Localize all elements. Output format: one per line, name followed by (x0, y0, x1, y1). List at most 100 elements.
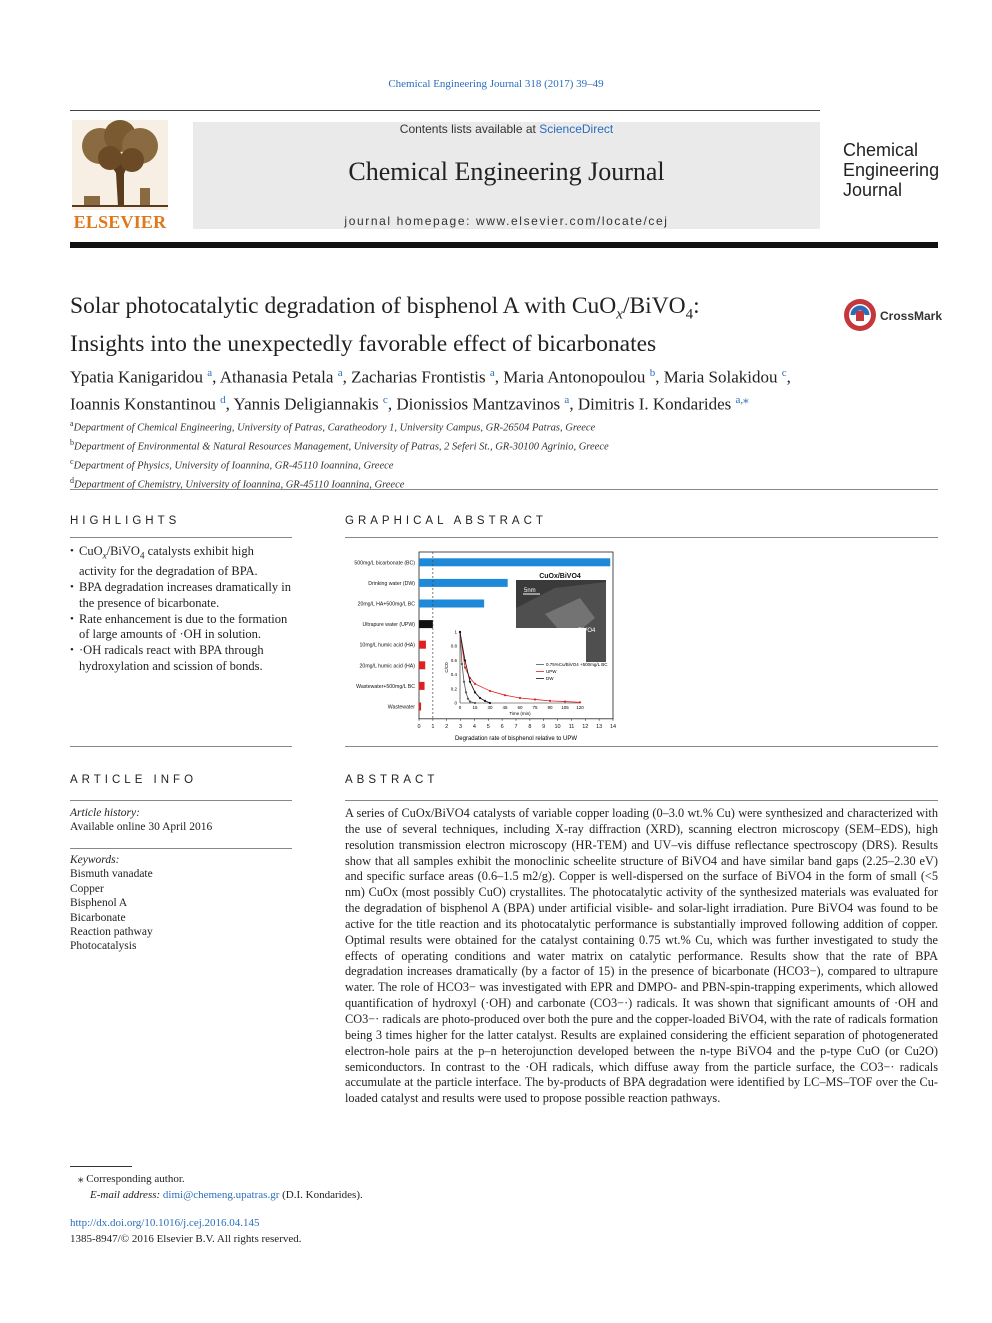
affiliation-key: a (70, 419, 74, 428)
ga-category-label: Drinking water (DW) (368, 581, 415, 587)
ga-category-label: Ultrapure water (UPW) (363, 622, 416, 628)
author-separator: , (212, 367, 220, 387)
ga-category-label: Wastewater+500mg/L BC (356, 684, 415, 690)
journal-citation[interactable]: Chemical Engineering Journal 318 (2017) … (388, 78, 604, 90)
author-affiliation-marker[interactable]: a (489, 367, 495, 379)
tem-label: BiVO4 (578, 628, 596, 634)
highlights-list: CuOx/BiVO4 catalysts exhibit high activi… (70, 544, 292, 675)
header-rule (70, 110, 820, 111)
ga-xtick-label: 11 (569, 724, 575, 730)
doi-link[interactable]: http://dx.doi.org/10.1016/j.cej.2016.04.… (70, 1217, 260, 1229)
ga-xtick-label: 10 (555, 724, 561, 730)
contents-prefix: Contents lists available at (399, 122, 540, 136)
kinetic-ytick-label: 0.8 (451, 644, 458, 649)
kinetic-point (563, 700, 567, 703)
affiliation-item: aDepartment of Chemical Engineering, Uni… (70, 417, 938, 436)
kinetic-point (468, 700, 472, 703)
doi-block: http://dx.doi.org/10.1016/j.cej.2016.04.… (70, 1216, 670, 1247)
ga-xaxis-label: Degradation rate of bisphenol relative t… (455, 736, 577, 742)
ga-category-label: 20mg/L HA+500mg/L BC (358, 602, 416, 608)
footnote-rule (70, 1166, 132, 1167)
kinetic-xtick-label: 15 (472, 705, 478, 710)
author-separator: , (655, 367, 664, 387)
author-affiliation-marker[interactable]: c (781, 367, 787, 379)
elsevier-tree-logo (72, 120, 168, 210)
crossmark-icon[interactable] (843, 298, 943, 332)
graphical-abstract-chart: 500mg/L bicarbonate (BC) Drinking water (… (354, 551, 616, 742)
highlights-bottom-rule (70, 746, 292, 747)
journal-cover-title: Chemical Engineering Journal (843, 140, 940, 200)
crossmark-label[interactable]: CrossMark (880, 309, 943, 323)
author-name: Maria Solakidou (663, 367, 782, 387)
kinetic-point (458, 630, 462, 634)
kinetic-point (463, 659, 467, 662)
author-separator: , (494, 367, 504, 387)
history-value: Available online 30 April 2016 (70, 821, 213, 834)
ga-xtick-label: 8 (528, 724, 531, 730)
author-affiliation-marker[interactable]: a (564, 393, 570, 406)
kinetic-ytick-label: 0 (454, 701, 457, 706)
graphical-abstract-rule (345, 537, 938, 538)
kinetic-ytick-label: 0.2 (451, 686, 458, 691)
affiliation-key: b (70, 438, 74, 448)
kinetic-ytick-label: 0.6 (451, 658, 458, 663)
ga-bar (419, 661, 426, 670)
ga-category-label: Wastewater (388, 705, 415, 711)
kinetic-xtick-label: 0 (459, 705, 462, 710)
cover-title-line: Chemical (843, 140, 919, 160)
journal-homepage[interactable]: journal homepage: www.elsevier.com/locat… (344, 214, 669, 228)
elsevier-wordmark: ELSEVIER (73, 212, 167, 232)
keywords-block: Keywords: Bismuth vanadate Copper Bisphe… (70, 853, 292, 954)
kinetic-ytick-label: 0.4 (451, 672, 458, 677)
email-suffix: (D.I. Kondarides). (279, 1189, 363, 1201)
author-separator: , (225, 394, 234, 414)
kinetic-xtick-label: 120 (576, 705, 584, 710)
kinetic-ylabel: C/C0 (444, 662, 449, 673)
kinetic-inset-bg (456, 628, 586, 705)
cover-title-line: Engineering (843, 160, 940, 180)
title-line-1: Solar photocatalytic degradation of bisp… (70, 293, 700, 323)
kinetic-ytick-label: 1 (454, 630, 457, 635)
sciencedirect-link[interactable]: ScienceDirect (539, 122, 614, 136)
article-history: Article history: Available online 30 Apr… (70, 806, 292, 835)
kinetic-xlabel: Time (min) (509, 711, 531, 716)
kinetic-point (473, 682, 477, 685)
kinetic-point (478, 696, 482, 700)
kinetic-point (462, 680, 466, 683)
author-affiliation-marker[interactable]: a,⁎ (735, 393, 749, 406)
author-name: Yannis Deligiannakis (233, 394, 383, 414)
journal-banner (193, 122, 820, 229)
affiliation-item: bDepartment of Environmental & Natural R… (70, 436, 938, 455)
author-affiliation-marker[interactable]: c (382, 393, 388, 406)
cover-title-line: Journal (843, 180, 903, 200)
ga-category-label: 500mg/L bicarbonate (BC) (354, 560, 415, 566)
author-affiliation-marker[interactable]: b (649, 367, 656, 379)
ga-xtick-label: 1 (431, 724, 434, 730)
author-name: Ioannis Konstantinou (70, 394, 221, 414)
kinetic-point (464, 691, 468, 694)
keywords-rule (70, 848, 292, 849)
kinetic-point (473, 691, 477, 694)
copyright-line: 1385-8947/© 2016 Elsevier B.V. All right… (70, 1232, 302, 1245)
article-info-rule (70, 800, 292, 801)
author-affiliation-marker[interactable]: a (207, 367, 213, 379)
ga-xtick-label: 12 (582, 724, 588, 730)
affiliation-text: Department of Chemistry, University of I… (74, 479, 405, 491)
email-link[interactable]: dimi@chemeng.upatras.gr (162, 1189, 280, 1201)
highlights-heading: HIGHLIGHTS (70, 515, 181, 527)
author-name: Dionissios Mantzavinos (396, 394, 565, 414)
kinetic-point (488, 689, 492, 693)
author-separator: , (569, 394, 578, 414)
kinetic-xtick-label: 45 (502, 705, 508, 710)
email-label: E-mail address: (90, 1189, 163, 1201)
ga-bar (419, 702, 422, 711)
author-affiliation-marker[interactable]: d (220, 393, 226, 406)
keyword-item: Photocatalysis (70, 940, 137, 953)
author-affiliation-marker[interactable]: a (337, 367, 343, 379)
ga-bar (419, 599, 485, 608)
affiliation-key: d (70, 476, 74, 486)
author-name: Zacharias Frontistis (351, 367, 490, 387)
kinetic-point (466, 697, 470, 700)
email-line: E-mail address: dimi@chemeng.upatras.gr … (70, 1187, 670, 1203)
graphical-abstract-heading: GRAPHICAL ABSTRACT (345, 515, 547, 527)
